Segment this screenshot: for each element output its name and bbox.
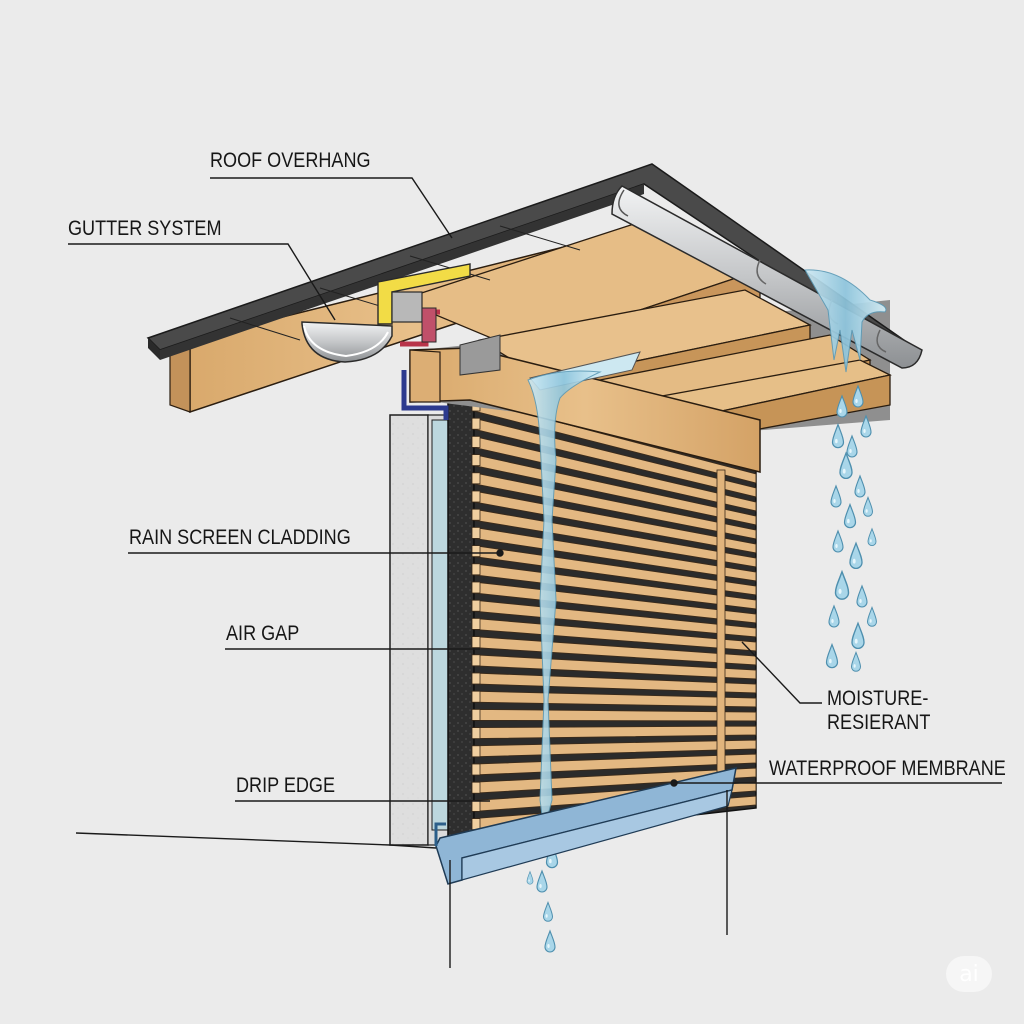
label-drip-edge: DRIP EDGE — [236, 774, 336, 797]
leader-lines — [68, 177, 1002, 968]
leader-gutter-system — [68, 243, 336, 321]
head-flashing — [401, 370, 449, 420]
ai-watermark: ai — [946, 956, 992, 992]
label-moisture-resistant-line1: MOISTURE- — [827, 687, 929, 710]
left-gutter — [301, 321, 393, 363]
label-rain-screen-cladding: RAIN SCREEN CLADDING — [129, 526, 351, 549]
scupper-water-stream — [527, 351, 641, 831]
base-line — [75, 832, 437, 849]
label-waterproof-membrane: WATERPROOF MEMBRANE — [769, 757, 1006, 780]
roof-structure — [169, 221, 892, 473]
leader-moisture-resistant — [741, 641, 822, 704]
label-air-gap: AIR GAP — [226, 622, 300, 645]
label-moisture-resistant-line2: RESIERANT — [827, 711, 931, 734]
wall-section — [389, 397, 475, 846]
waterproof-membrane-flashing — [434, 767, 737, 885]
flashing-detail — [377, 263, 471, 347]
label-roof-overhang: ROOF OVERHANG — [210, 149, 371, 172]
gutter-overflow-water — [804, 269, 887, 373]
leader-roof-overhang — [210, 177, 453, 239]
label-gutter-system: GUTTER SYSTEM — [68, 217, 222, 240]
